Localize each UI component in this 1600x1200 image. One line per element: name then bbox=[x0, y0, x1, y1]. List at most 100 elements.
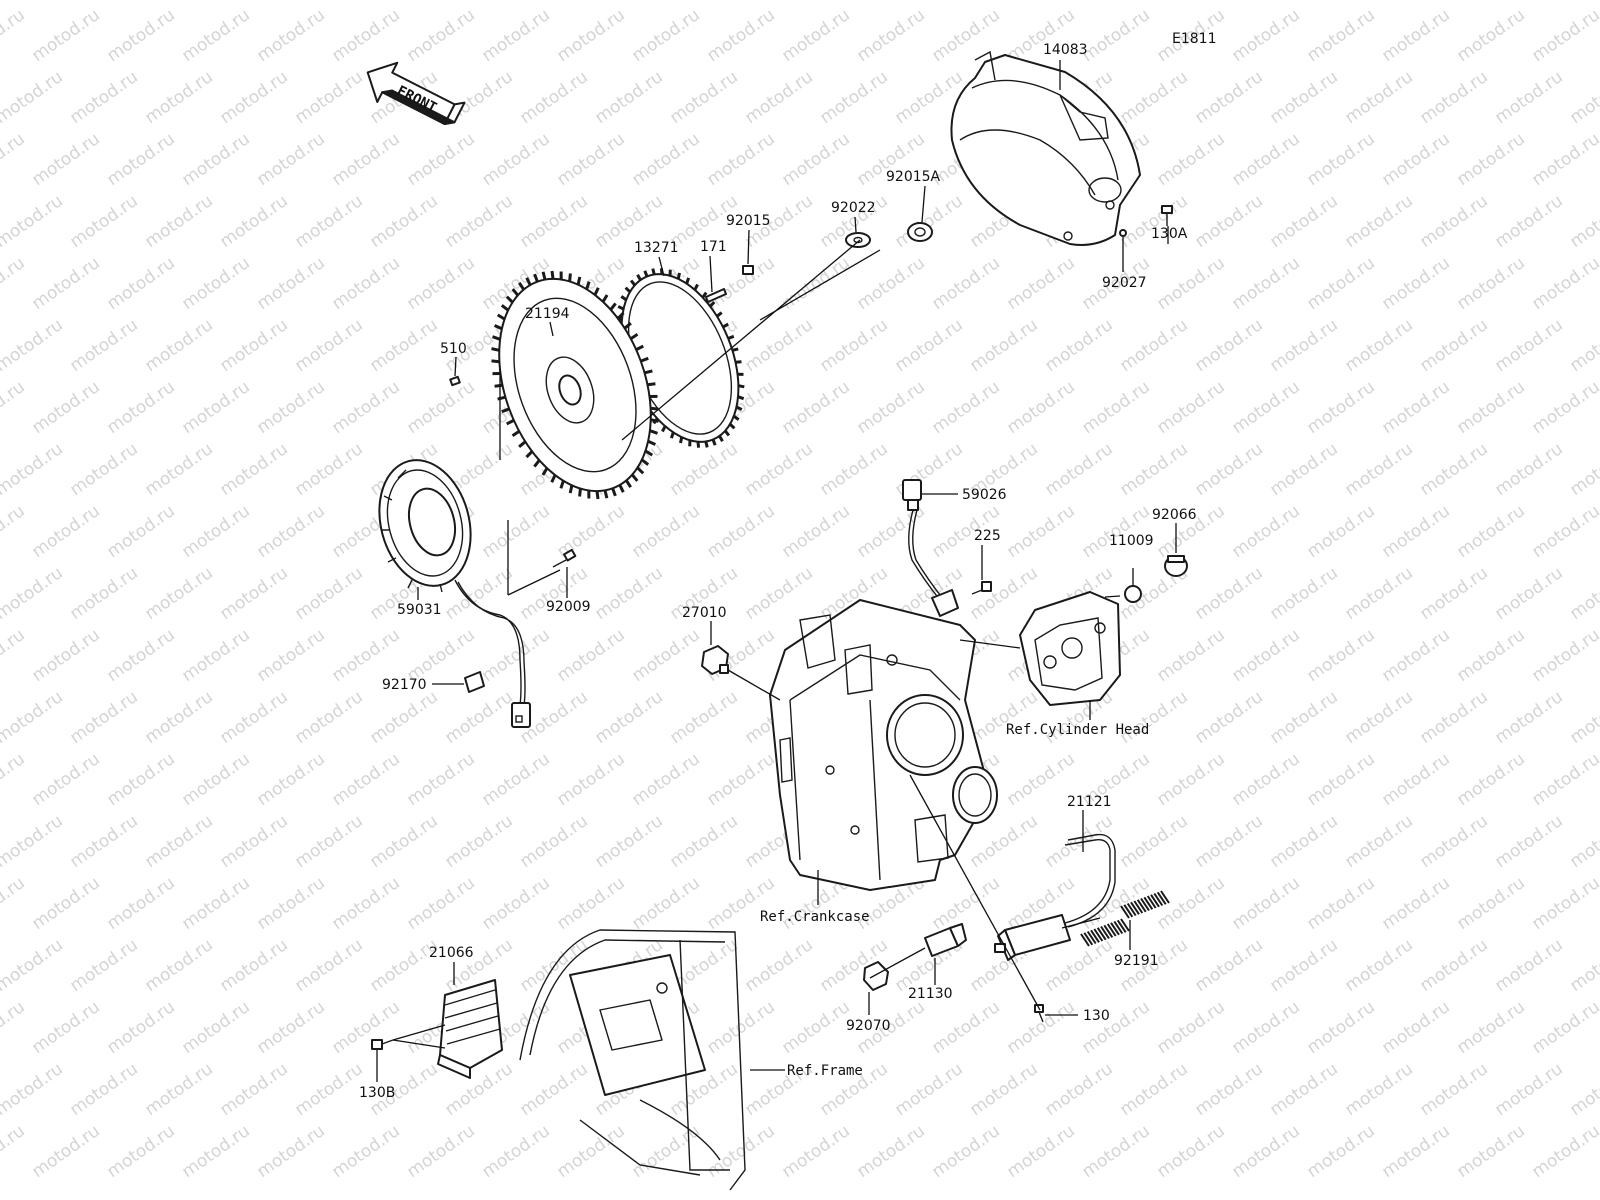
watermark-text: motod.ru bbox=[591, 563, 666, 624]
watermark-text: motod.ru bbox=[1378, 625, 1453, 686]
watermark-text: motod.ru bbox=[403, 377, 478, 438]
watermark-text: motod.ru bbox=[1341, 811, 1416, 872]
watermark-text: motod.ru bbox=[1453, 1121, 1528, 1182]
watermark-text: motod.ru bbox=[816, 0, 891, 4]
watermark-text: motod.ru bbox=[816, 67, 891, 128]
flywheel-tooth bbox=[568, 484, 574, 494]
watermark-text: motod.ru bbox=[1491, 315, 1566, 376]
flywheel-tooth bbox=[631, 473, 639, 482]
watermark-text: motod.ru bbox=[1303, 377, 1378, 438]
watermark-text: motod.ru bbox=[1266, 191, 1341, 252]
flywheel-tooth bbox=[501, 407, 510, 414]
watermark-text: motod.ru bbox=[0, 563, 67, 624]
watermark-text: motod.ru bbox=[628, 1121, 703, 1182]
flywheel-tooth bbox=[640, 356, 649, 363]
watermark-text: motod.ru bbox=[1453, 253, 1528, 314]
ignition-coil-21121 bbox=[994, 833, 1116, 961]
watermark-text: motod.ru bbox=[1266, 687, 1341, 748]
watermark-text: motod.ru bbox=[403, 873, 478, 934]
watermark-text: motod.ru bbox=[178, 129, 253, 190]
watermark-text: motod.ru bbox=[1003, 377, 1078, 438]
spring-coil bbox=[1116, 919, 1127, 933]
watermark-text: motod.ru bbox=[216, 563, 291, 624]
watermark-text: motod.ru bbox=[1491, 67, 1566, 128]
label-27010: 27010 bbox=[682, 605, 727, 621]
flywheel-tooth bbox=[506, 419, 515, 426]
watermark-text: motod.ru bbox=[1228, 377, 1303, 438]
watermark-text: motod.ru bbox=[741, 935, 816, 996]
label-171: 171 bbox=[700, 239, 727, 255]
label-130: 130 bbox=[1083, 1008, 1110, 1024]
watermark-text: motod.ru bbox=[853, 5, 928, 66]
flywheel-tooth bbox=[550, 474, 557, 483]
flywheel-tooth bbox=[635, 344, 644, 351]
label-92015a: 92015A bbox=[886, 169, 941, 185]
washer-92022 bbox=[845, 232, 871, 248]
flywheel-tooth bbox=[491, 347, 500, 352]
watermark-text: motod.ru bbox=[703, 997, 778, 1058]
flywheel-tooth bbox=[525, 277, 532, 286]
label-14083: 14083 bbox=[1043, 42, 1088, 58]
watermark-text: motod.ru bbox=[553, 625, 628, 686]
plug-92070 bbox=[863, 961, 889, 991]
watermark-text: motod.ru bbox=[1453, 501, 1528, 562]
watermark-text: motod.ru bbox=[403, 253, 478, 314]
watermark-text: motod.ru bbox=[816, 439, 891, 500]
watermark-text: motod.ru bbox=[703, 129, 778, 190]
watermark-text: motod.ru bbox=[1528, 377, 1600, 438]
spring-coil bbox=[1143, 896, 1154, 910]
watermark-text: motod.ru bbox=[0, 935, 67, 996]
watermark-text: motod.ru bbox=[403, 1121, 478, 1182]
watermark-text: motod.ru bbox=[291, 67, 366, 128]
label-92009: 92009 bbox=[546, 599, 591, 615]
watermark-text: motod.ru bbox=[628, 129, 703, 190]
label-225: 225 bbox=[974, 528, 1001, 544]
watermark-text: motod.ru bbox=[1416, 439, 1491, 500]
watermark-text: motod.ru bbox=[1153, 253, 1228, 314]
watermark-text: motod.ru bbox=[778, 997, 853, 1058]
watermark-text: motod.ru bbox=[1116, 67, 1191, 128]
watermark-text: motod.ru bbox=[1378, 749, 1453, 810]
watermark-text: motod.ru bbox=[966, 1059, 1041, 1120]
spring-coil bbox=[1153, 892, 1164, 907]
label-92022: 92022 bbox=[831, 200, 876, 216]
watermark-text: motod.ru bbox=[1528, 1121, 1600, 1182]
watermark-text: motod.ru bbox=[178, 625, 253, 686]
label-92070: 92070 bbox=[846, 1018, 891, 1034]
watermark-text: motod.ru bbox=[1191, 191, 1266, 252]
watermark-text: motod.ru bbox=[1528, 749, 1600, 810]
label-59031: 59031 bbox=[397, 602, 442, 618]
flywheel-tooth bbox=[578, 488, 582, 497]
ring-tooth bbox=[643, 270, 649, 277]
watermark-text: motod.ru bbox=[778, 5, 853, 66]
watermark-text: motod.ru bbox=[1266, 0, 1341, 4]
watermark-text: motod.ru bbox=[478, 501, 553, 562]
label-21066: 21066 bbox=[429, 945, 474, 961]
watermark-text: motod.ru bbox=[291, 439, 366, 500]
watermark-text: motod.ru bbox=[516, 67, 591, 128]
watermark-text: motod.ru bbox=[291, 0, 366, 4]
watermark-text: motod.ru bbox=[703, 501, 778, 562]
spring-coil bbox=[1113, 920, 1124, 935]
watermark-text: motod.ru bbox=[328, 5, 403, 66]
watermark-text: motod.ru bbox=[291, 935, 366, 996]
watermark-text: motod.ru bbox=[1378, 253, 1453, 314]
flywheel-tooth bbox=[611, 487, 617, 497]
watermark-text: motod.ru bbox=[0, 997, 29, 1058]
watermark-text: motod.ru bbox=[403, 5, 478, 66]
watermark-text: motod.ru bbox=[1566, 0, 1600, 4]
watermark-text: motod.ru bbox=[1416, 315, 1491, 376]
flywheel-tooth bbox=[550, 270, 555, 280]
flywheel-tooth bbox=[533, 459, 541, 468]
watermark-text: motod.ru bbox=[1078, 997, 1153, 1058]
watermark-text: motod.ru bbox=[516, 1059, 591, 1120]
watermark-text: motod.ru bbox=[103, 501, 178, 562]
watermark-text: motod.ru bbox=[1191, 687, 1266, 748]
watermark-text: motod.ru bbox=[478, 129, 553, 190]
flywheel-tooth bbox=[518, 281, 525, 291]
watermark-text: motod.ru bbox=[778, 377, 853, 438]
flywheel-tooth bbox=[518, 440, 527, 448]
watermark-text: motod.ru bbox=[1378, 377, 1453, 438]
flywheel-tooth bbox=[511, 430, 521, 437]
flywheel-tooth bbox=[525, 450, 534, 459]
